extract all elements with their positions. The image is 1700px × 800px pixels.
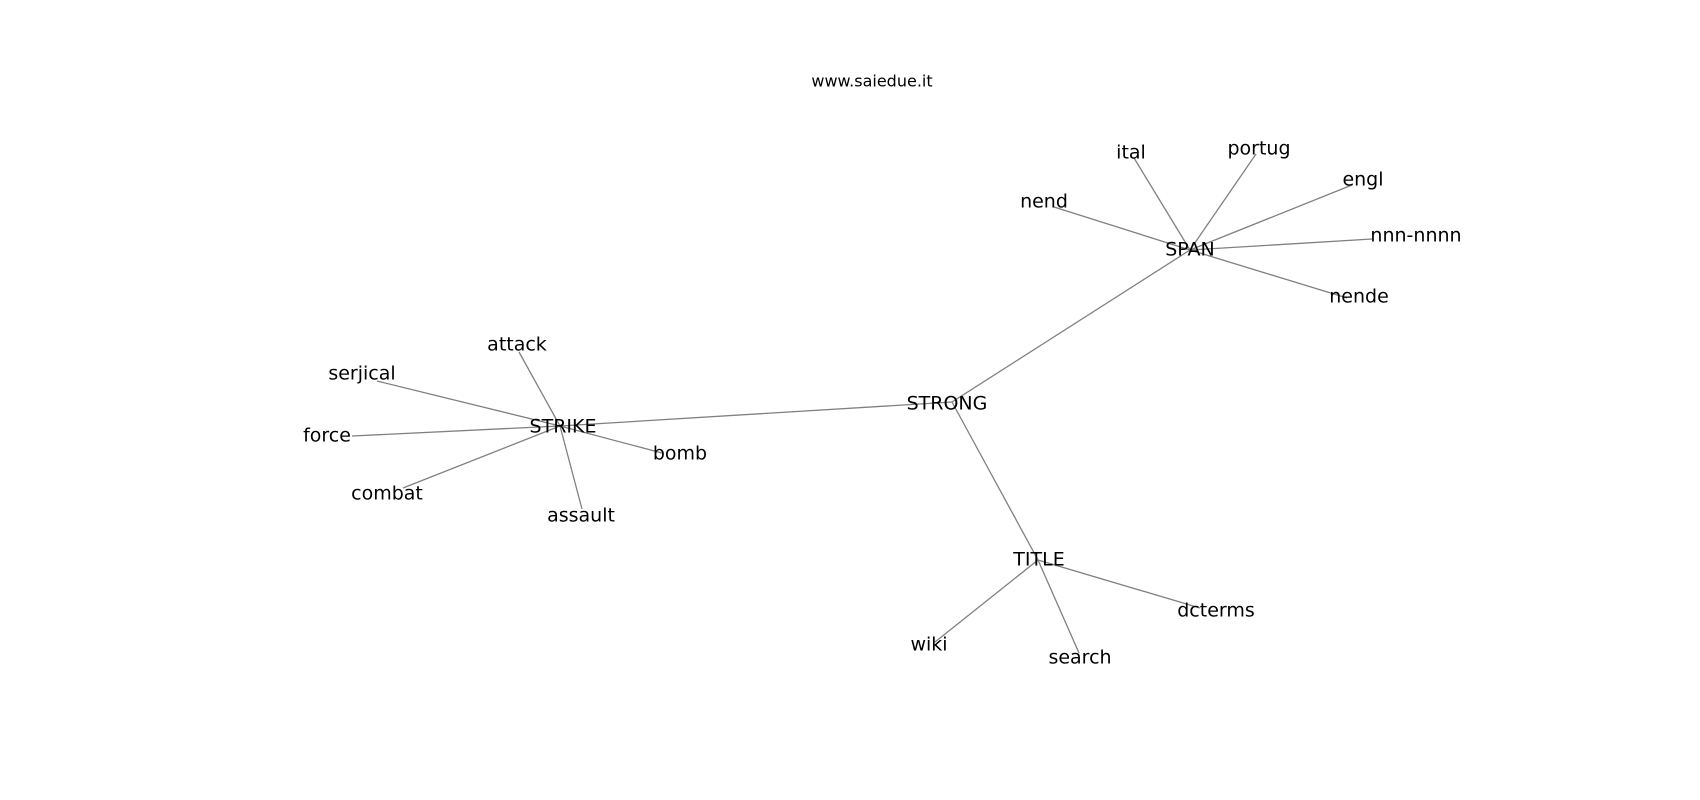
node-label-title: TITLE (1012, 549, 1064, 571)
edge-span-ital (1133, 157, 1191, 251)
edge-title-dcterms (1037, 559, 1201, 609)
edge-title-search (1037, 559, 1080, 654)
watermark-text: www.saiedue.it (811, 72, 932, 91)
edge-strong-title (951, 401, 1039, 561)
node-label-strong: STRONG (907, 393, 988, 415)
node-label-nend: nend (1020, 191, 1068, 213)
graph-node-labels: STRONG STRIKE SPAN TITLE attack serjical force… (303, 138, 1462, 669)
node-label-serjical: serjical (328, 363, 395, 385)
edge-strike-force (351, 425, 561, 437)
node-label-assault: assault (547, 505, 615, 527)
edge-strong-strike (559, 401, 953, 427)
node-label-combat: combat (351, 483, 423, 505)
edge-span-engl (1189, 184, 1353, 251)
node-label-force: force (303, 425, 351, 447)
node-label-portug: portug (1227, 138, 1290, 160)
node-label-attack: attack (487, 334, 547, 356)
edge-strike-combat (402, 425, 561, 489)
edge-strike-bomb (559, 425, 663, 454)
node-label-strike: STRIKE (530, 416, 597, 438)
edge-strike-attack (518, 351, 561, 427)
edge-title-wiki (934, 559, 1039, 643)
graph-edges (351, 153, 1373, 654)
node-label-search: search (1048, 647, 1111, 669)
node-label-nnn-nnnn: nnn-nnnn (1370, 225, 1461, 247)
edge-span-nnn-nnnn (1189, 238, 1373, 251)
edge-span-nende (1189, 249, 1348, 299)
edge-span-nend (1053, 206, 1191, 251)
edge-strike-serjical (376, 380, 561, 427)
node-label-engl: engl (1342, 169, 1383, 191)
node-label-span: SPAN (1165, 239, 1215, 261)
node-label-wiki: wiki (910, 634, 947, 656)
node-label-ital: ital (1116, 142, 1146, 164)
edge-strike-assault (559, 425, 583, 510)
node-label-dcterms: dcterms (1177, 600, 1255, 622)
edge-strong-span (951, 249, 1191, 403)
node-label-nende: nende (1329, 286, 1389, 308)
edge-span-portug (1189, 153, 1257, 251)
node-label-bomb: bomb (653, 443, 707, 465)
